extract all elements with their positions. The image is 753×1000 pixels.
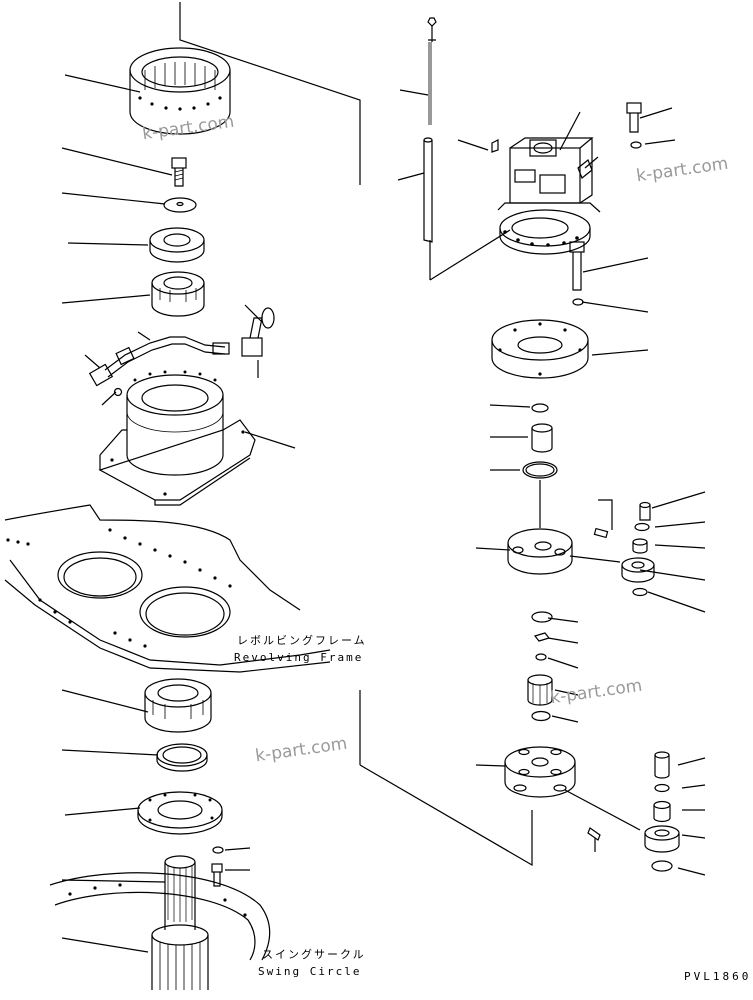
assembly-bracket-lines [179, 2, 533, 867]
swing-circle-label-jp: スイングサークル [262, 948, 366, 961]
planet-washer-4 [651, 860, 673, 872]
long-bolt [569, 241, 585, 306]
planet-bearing-1 [632, 538, 648, 554]
spacer-1 [533, 632, 551, 642]
planet-pin-2 [654, 751, 670, 779]
thrust-washer-3 [531, 710, 551, 722]
planet-gear-1 [621, 557, 655, 583]
revolving-frame-label-en: Revolving Frame [234, 651, 364, 664]
oil-seal [156, 743, 208, 772]
level-gauge [427, 17, 437, 125]
thrust-washer-2 [535, 653, 547, 661]
planet-washer-2 [632, 587, 648, 597]
snap-ring-2 [531, 611, 553, 623]
motor-flange [491, 319, 589, 379]
revolving-frame [4, 504, 331, 673]
o-ring-small-left [113, 387, 123, 397]
bolt-lower-left [211, 846, 224, 887]
gauge-pipe [423, 137, 433, 243]
planetary-carrier-1 [507, 528, 573, 575]
leader-lines-left [61, 74, 296, 953]
planet-pin-1 [639, 501, 651, 521]
planet-washer-3 [654, 783, 670, 793]
shaft-key-1 [593, 499, 613, 539]
swing-circle-label-en: Swing Circle [258, 965, 362, 978]
swing-motor [491, 137, 601, 255]
planet-gear-2 [644, 825, 680, 853]
shaft-key-2 [587, 827, 601, 852]
sun-gear [527, 674, 553, 706]
plate-washer [163, 197, 197, 213]
swing-machinery-case [98, 370, 256, 506]
drain-hose [88, 307, 275, 387]
revolving-frame-label-jp: レボルビングフレーム [237, 634, 367, 647]
swing-circle [49, 872, 271, 961]
roller-bearing-lower [144, 678, 212, 733]
needle-bearing-1 [531, 423, 553, 453]
bolt-upper-right [626, 102, 642, 149]
ring-gear [129, 47, 231, 135]
planet-washer-1 [634, 522, 650, 532]
planet-bearing-2 [653, 800, 671, 823]
bottom-cover [137, 791, 223, 835]
thrust-washer-1 [531, 403, 549, 413]
pinion-shaft [151, 855, 209, 990]
drawing-code: PVL1860 [684, 970, 752, 983]
planetary-carrier-2 [504, 746, 576, 798]
bearing-upper [149, 227, 205, 263]
roller-bearing-upper [151, 271, 205, 317]
bolt-upper-left [171, 157, 187, 187]
snap-ring-1 [522, 461, 558, 479]
